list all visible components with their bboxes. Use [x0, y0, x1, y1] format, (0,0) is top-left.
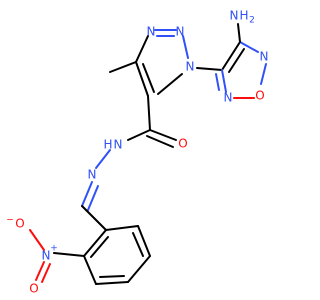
- bond-furazan-c4-n: [239, 41, 259, 53]
- bond-benz-6-1-double: [90, 236, 109, 258]
- bond-methyl-c4: [109, 61, 137, 73]
- atom-nitro-n-charge: +: [50, 244, 58, 254]
- bond-c4-c5: [135, 61, 149, 97]
- bond-c4-n3: [135, 35, 149, 63]
- atom-nitro-o-minus: O: [15, 217, 24, 231]
- bond-furazan-n-c3-double: [215, 73, 220, 91]
- atom-nitro-o-double: O: [29, 282, 38, 296]
- bond-furazan-n-c3: [221, 69, 227, 93]
- bond-n1-c5: [157, 73, 183, 95]
- atom-amino-n: N: [230, 9, 239, 23]
- atom-furazan-o: O: [255, 89, 264, 103]
- bond-benz-2-3: [137, 225, 151, 257]
- bond-n-ch-double: [87, 185, 99, 211]
- bond-furazan-c3-c4-double: [228, 48, 245, 73]
- atom-amide-h: H: [103, 138, 112, 152]
- bond-benz-4-5-double: [99, 275, 125, 278]
- bond-benz-nitro: [53, 252, 85, 257]
- bond-carbonyl-nh: [127, 129, 151, 141]
- atom-amino-h-subscript: 2: [249, 16, 255, 26]
- bond-furazan-c4-nh2: [237, 23, 241, 43]
- atom-hydrazone-n: N: [88, 168, 97, 182]
- bond-benz-5-6: [83, 255, 97, 285]
- bond-furazan-n-o: [260, 63, 267, 85]
- bond-nh-n: [95, 149, 111, 169]
- atom-nitro-o-minus-charge: −: [6, 216, 14, 226]
- atom-label-layer: N H 2 N N N N O N O N H N N + O − O: [6, 9, 268, 296]
- bond-n2-n1: [182, 35, 189, 59]
- atom-triazole-n2: N: [176, 25, 185, 39]
- atom-triazole-n1: N: [186, 60, 195, 74]
- atom-carbonyl-o: O: [178, 137, 187, 151]
- bond-benz-2-3-double: [132, 232, 144, 257]
- atom-amino-h: H: [239, 9, 248, 23]
- bond-nitro-o-double: [35, 261, 45, 281]
- molecule-structure-diagram: N H 2 N N N N O N O N H N N + O − O: [6, 8, 269, 296]
- bond-layer: [29, 23, 267, 285]
- atom-nitro-n: N: [42, 249, 51, 263]
- atom-furazan-n-left: N: [224, 91, 233, 105]
- bond-carbonyl-o: [149, 129, 177, 141]
- bond-n-ch: [81, 181, 93, 207]
- bond-carbonyl-o-double: [146, 135, 174, 148]
- bond-nitro-o-double-2: [41, 263, 51, 283]
- bond-furazan-c3-c4: [221, 41, 241, 71]
- bond-benz-1-2: [105, 225, 139, 231]
- atom-amide-n: N: [114, 138, 123, 152]
- bond-benz-4-5: [95, 281, 129, 285]
- atom-furazan-n-top: N: [260, 50, 269, 64]
- atom-triazole-n3: N: [147, 25, 156, 39]
- bond-c5-carbonyl: [147, 95, 151, 131]
- bond-n1-furazan-c: [196, 67, 223, 71]
- bond-benz-3-4: [127, 255, 151, 283]
- bond-c4-c5-double: [142, 63, 155, 93]
- bond-benz-6-1: [83, 229, 107, 257]
- bond-nitro-o-minus: [29, 229, 45, 251]
- bond-ch-benzene: [81, 205, 107, 231]
